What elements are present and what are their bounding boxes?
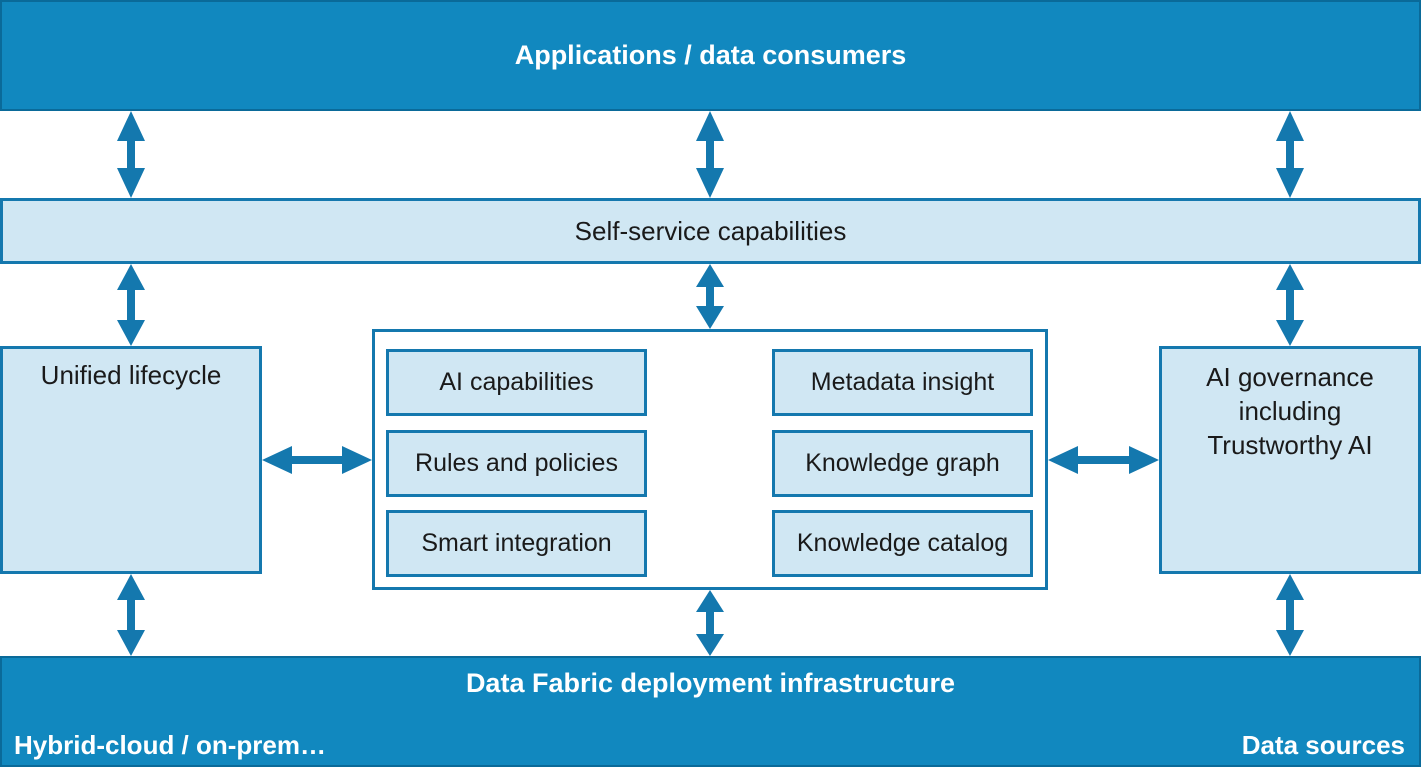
data-sources-label: Data sources: [1241, 730, 1405, 760]
unified-lifecycle-label: Unified lifecycle: [40, 360, 222, 390]
double-arrow-icon: [262, 446, 372, 474]
metadata-insight-box: Metadata insight: [772, 349, 1033, 416]
double-arrow-icon: [117, 264, 145, 346]
double-arrow-icon: [696, 264, 724, 329]
double-arrow-icon: [696, 111, 724, 198]
smart-integration-box: Smart integration: [386, 510, 647, 577]
ai-governance-line3: Trustworthy AI: [1207, 430, 1373, 460]
double-arrow-icon: [117, 111, 145, 198]
double-arrow-icon: [117, 574, 145, 656]
ai-capabilities-label: AI capabilities: [439, 368, 594, 396]
self-service-label: Self-service capabilities: [574, 215, 847, 246]
double-arrow-icon: [1276, 111, 1304, 198]
ai-governance-line2: including: [1238, 396, 1342, 426]
unified-lifecycle-box: Unified lifecycle: [0, 346, 262, 574]
knowledge-graph-box: Knowledge graph: [772, 430, 1033, 497]
double-arrow-icon: [1276, 574, 1304, 656]
rules-policies-label: Rules and policies: [415, 449, 618, 477]
ai-governance-box: AI governance including Trustworthy AI: [1159, 346, 1421, 574]
double-arrow-icon: [696, 590, 724, 656]
knowledge-graph-label: Knowledge graph: [805, 449, 1000, 477]
self-service-capabilities-bar: Self-service capabilities: [0, 198, 1421, 264]
applications-label: Applications / data consumers: [514, 40, 907, 70]
double-arrow-icon: [1048, 446, 1159, 474]
rules-policies-box: Rules and policies: [386, 430, 647, 497]
ai-capabilities-box: AI capabilities: [386, 349, 647, 416]
knowledge-catalog-box: Knowledge catalog: [772, 510, 1033, 577]
applications-data-consumers-bar: Applications / data consumers: [0, 0, 1421, 111]
data-fabric-infrastructure-bar: Data Fabric deployment infrastructure Hy…: [0, 656, 1421, 767]
data-fabric-title: Data Fabric deployment infrastructure: [465, 668, 956, 698]
smart-integration-label: Smart integration: [421, 529, 612, 557]
hybrid-cloud-label: Hybrid-cloud / on-prem…: [14, 730, 326, 760]
knowledge-catalog-label: Knowledge catalog: [796, 529, 1009, 557]
ai-governance-line1: AI governance: [1206, 362, 1374, 392]
double-arrow-icon: [1276, 264, 1304, 346]
metadata-insight-label: Metadata insight: [810, 368, 995, 396]
